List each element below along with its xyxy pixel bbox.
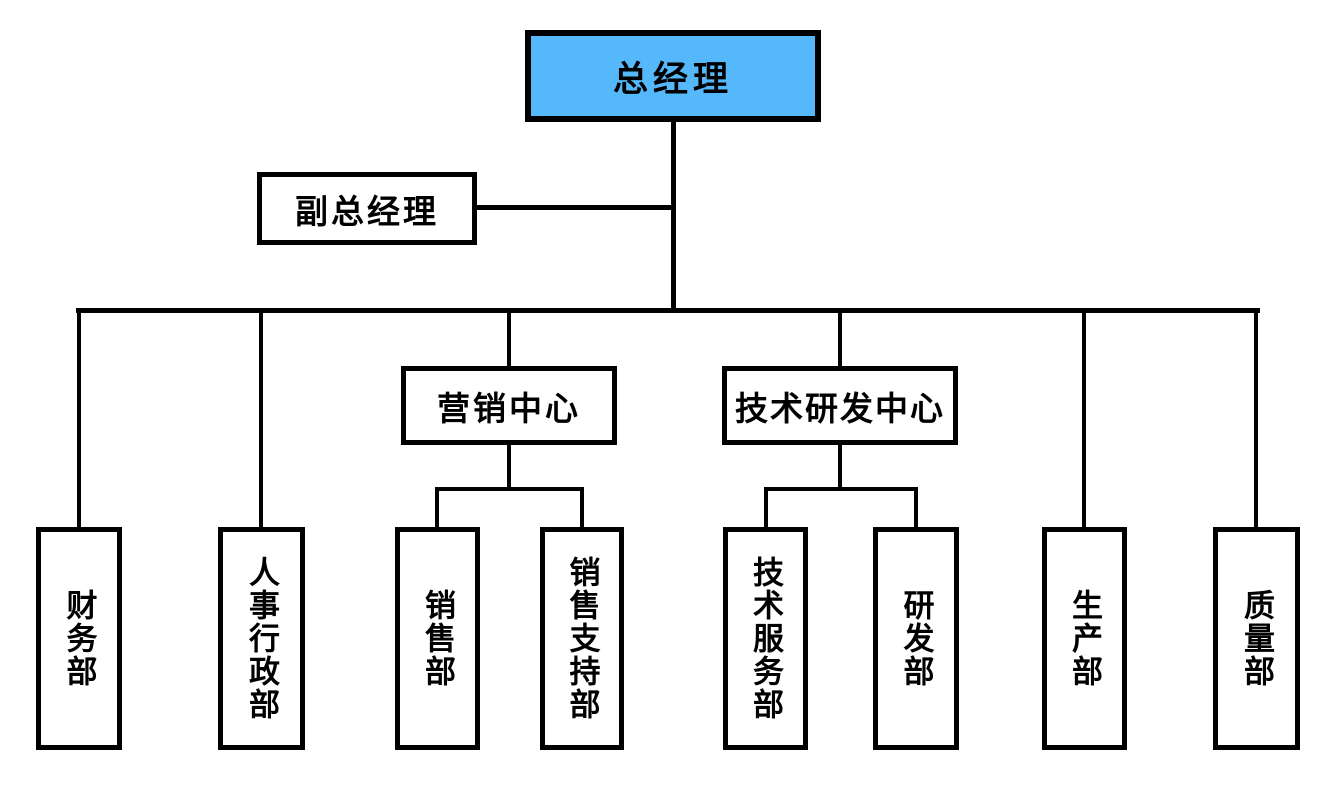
- node-tech-rd-center: 技术研发中心: [722, 366, 958, 445]
- node-production-dept: 生产部: [1042, 527, 1127, 750]
- connector-drop-finance: [77, 311, 81, 527]
- connector-drop-quality: [1254, 311, 1258, 527]
- connector-marketing-bus: [435, 487, 584, 491]
- connector-marketing-vertical: [507, 445, 511, 489]
- node-general-manager: 总经理: [525, 30, 821, 122]
- connector-main-bus: [76, 308, 1260, 313]
- node-hr-admin-dept: 人事行政部: [218, 527, 305, 750]
- node-finance-dept: 财务部: [36, 527, 122, 750]
- node-sales-support-dept: 销售支持部: [540, 527, 624, 750]
- connector-drop-rd: [914, 489, 918, 527]
- connector-drop-hr-admin: [259, 311, 263, 527]
- node-rd-dept: 研发部: [873, 527, 959, 750]
- connector-tech-rd-bus: [764, 487, 918, 491]
- connector-drop-tech-rd-center: [838, 311, 842, 366]
- node-sales-dept: 销售部: [395, 527, 480, 750]
- connector-drop-production: [1082, 311, 1086, 527]
- connector-drop-tech-service: [764, 489, 768, 527]
- node-deputy-general-manager: 副总经理: [257, 172, 477, 245]
- connector-tech-rd-vertical: [838, 445, 842, 489]
- node-quality-dept: 质量部: [1213, 527, 1300, 750]
- connector-drop-marketing-center: [507, 311, 511, 366]
- node-marketing-center: 营销中心: [401, 366, 617, 445]
- connector-drop-sales: [435, 489, 439, 527]
- connector-drop-sales-support: [580, 489, 584, 527]
- connector-root-vertical: [671, 118, 676, 312]
- node-tech-service-dept: 技术服务部: [723, 527, 808, 750]
- connector-deputy-horizontal: [476, 205, 673, 210]
